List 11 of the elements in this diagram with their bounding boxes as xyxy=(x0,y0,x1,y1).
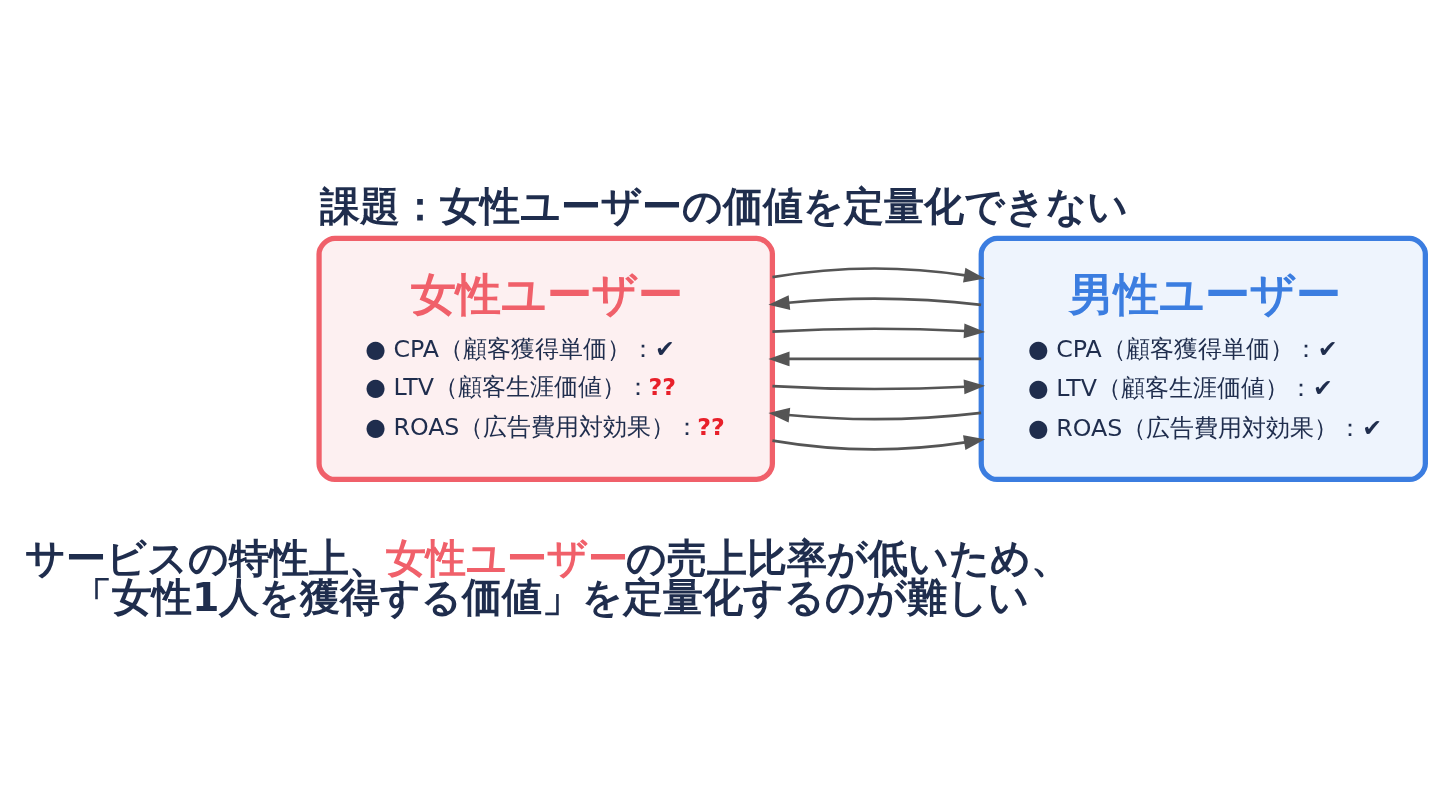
arrow xyxy=(772,379,986,395)
node-box: 女性ユーザー ● CPA（顧客獲得単価）：✔ ● LTV（顧客生涯価値）：?? ● ROAS（広告費用対効果）：?? xyxy=(316,235,775,483)
caption: サービスの特性上、女性ユーザーの売上比率が低いため、「女性1人を獲得する価値」を定量化するのが難しい xyxy=(25,534,1072,621)
arrow xyxy=(768,295,982,310)
node-box: 男性ユーザー ● CPA（顧客獲得単価）：✔ ● LTV（顧客生涯価値）：✔ ● ROAS（広告費用対効果）：✔ xyxy=(978,235,1428,483)
diagram-title: 課題：女性ユーザーの価値を定量化できない xyxy=(320,182,1129,229)
arrow xyxy=(768,351,982,367)
arrow xyxy=(772,435,986,451)
arrow xyxy=(768,407,982,423)
arrow xyxy=(772,323,986,339)
arrow xyxy=(772,267,986,283)
